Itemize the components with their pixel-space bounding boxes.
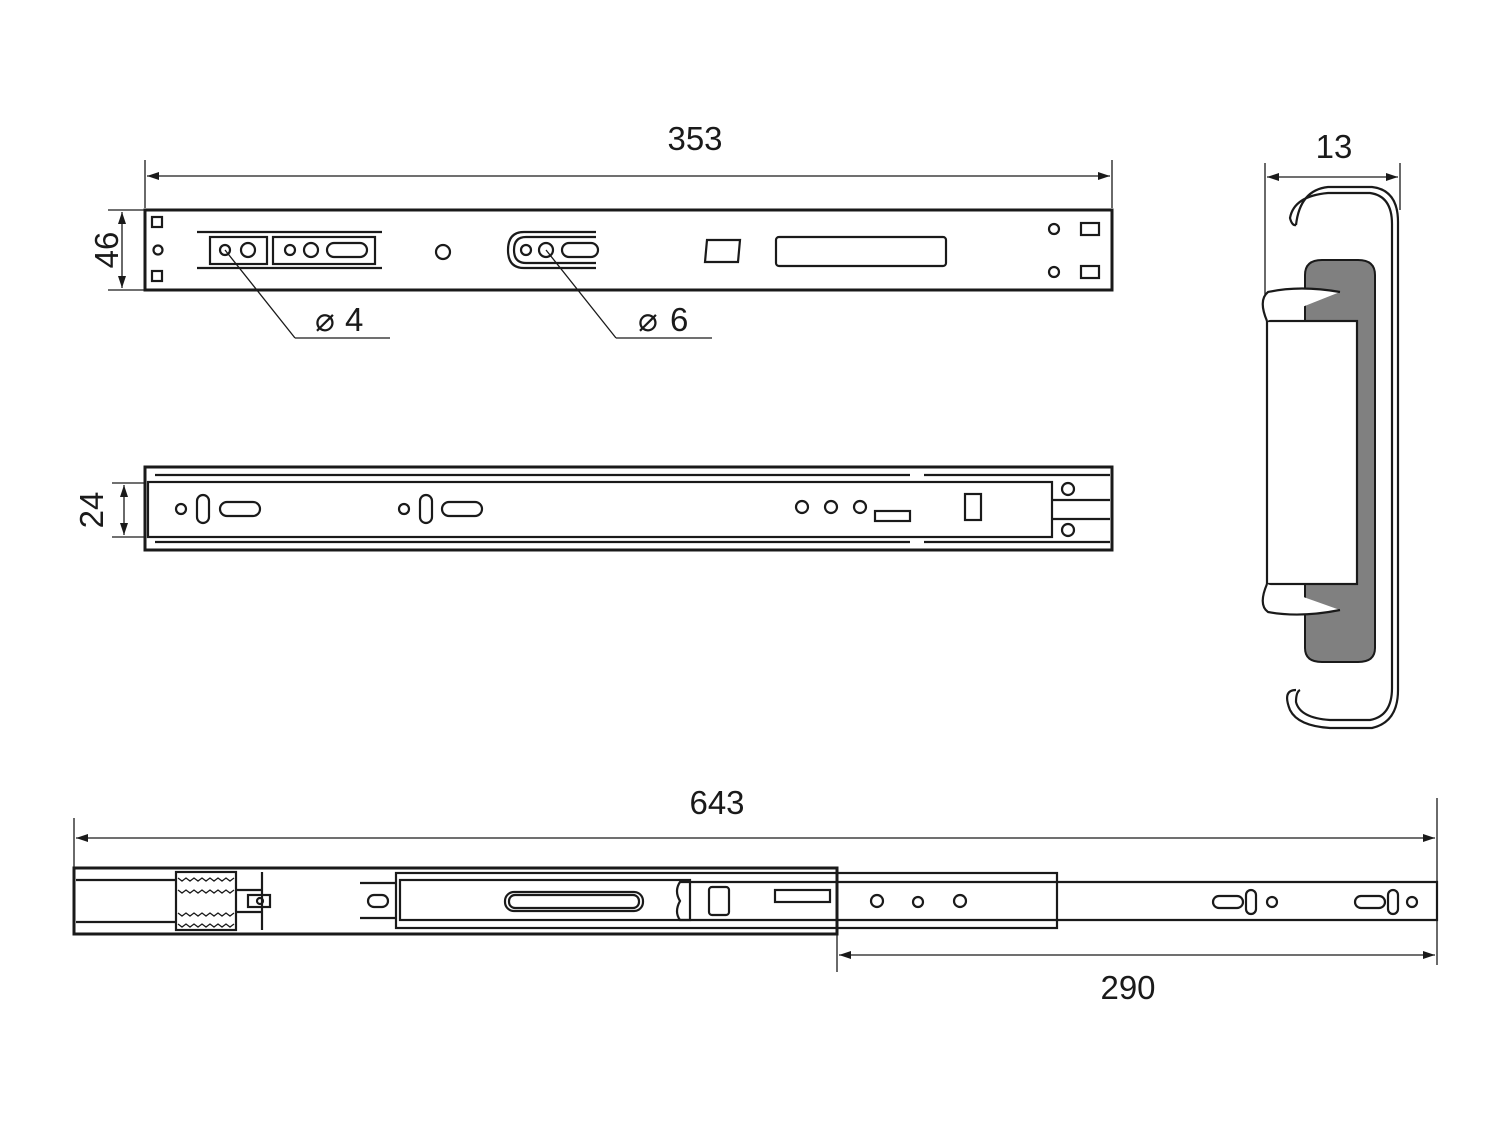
- hole-small-label: 4: [345, 301, 363, 338]
- hole-large-diameter-symbol: ⌀: [638, 301, 658, 338]
- extended-outer-rail: [72, 866, 839, 936]
- dimension-extended-length: 643: [73, 784, 1438, 965]
- profile-view: 13: [1261, 128, 1401, 730]
- dimension-label-extended-length: 643: [689, 784, 744, 821]
- top-view: 353 46: [88, 120, 1114, 339]
- dimension-label-top-height: 46: [88, 232, 125, 269]
- leader-hole-small: ⌀ 4: [224, 249, 390, 339]
- extended-view: 643 290: [72, 784, 1439, 1006]
- dimension-label-extension: 290: [1100, 969, 1155, 1006]
- dimension-label-top-length: 353: [667, 120, 722, 157]
- profile-inner-block: [1265, 319, 1359, 586]
- dimension-top-height: 46: [88, 209, 145, 291]
- leader-hole-large: ⌀ 6: [545, 249, 712, 339]
- dimension-mid-height: 24: [73, 482, 145, 538]
- dimension-profile-width: 13: [1264, 128, 1401, 300]
- extended-middle-rail: [394, 871, 1059, 930]
- outer-rail: [143, 208, 1114, 292]
- middle-view: 24: [73, 465, 1114, 552]
- extended-inner-rail: [675, 880, 1439, 922]
- dimension-top-length: 353: [144, 120, 1113, 208]
- middle-rail-outer: [143, 465, 1114, 552]
- dimension-label-mid-height: 24: [73, 492, 110, 529]
- hole-small-diameter-symbol: ⌀: [315, 301, 335, 338]
- dimension-label-profile-width: 13: [1316, 128, 1353, 165]
- dimension-extension: 290: [836, 930, 1435, 1006]
- middle-rail-inner: [146, 480, 1054, 539]
- hole-large-label: 6: [670, 301, 688, 338]
